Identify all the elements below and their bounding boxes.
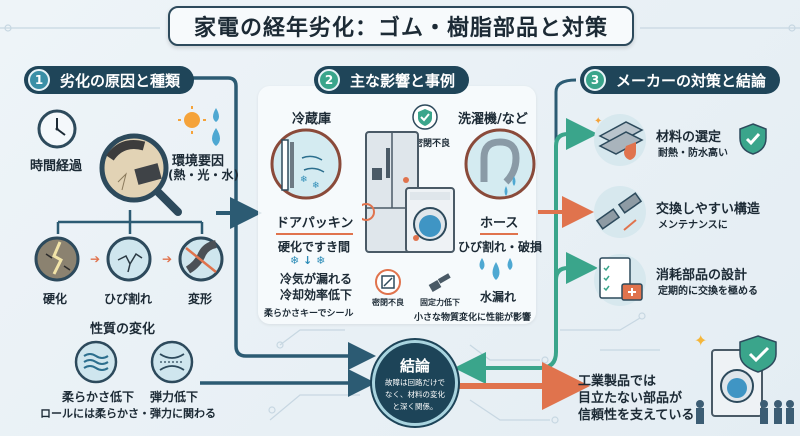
section1-header: 1 劣化の原因と種類 (24, 66, 195, 94)
shield-check-icon (412, 104, 438, 130)
seal-gap-icon (375, 269, 401, 295)
svg-text:❄: ❄ (300, 175, 308, 185)
arrow-icon: ➔ (90, 252, 101, 266)
door-gasket-closeup-icon: ❄ ❄ (270, 128, 342, 200)
hose-closeup-icon (464, 128, 536, 200)
measure2-desc: メンテナンスに (658, 220, 728, 231)
section2-heading: 主な影響と事例 (350, 71, 456, 90)
washer-title: 洗濯機/など (458, 112, 528, 127)
measure3-title: 消耗部品の設計 (656, 268, 748, 283)
washer-effect2: 水漏れ (480, 290, 517, 304)
elasticity-icon (150, 340, 194, 384)
fridge-title: 冷蔵庫 (292, 112, 332, 127)
fridge-note: 柔らかさキーでシール (264, 309, 354, 319)
loose-bolt-icon (428, 273, 451, 292)
final-message-line1: 工業製品では (578, 374, 657, 389)
connector-swap-icon (594, 186, 646, 238)
property-note: ロールには柔らかさ・弾力に関わる (40, 407, 216, 420)
shield-check-icon (739, 123, 767, 155)
clock-icon (37, 109, 77, 149)
teal-arrow-to-material (554, 118, 598, 170)
measure1-title: 材料の選定 (656, 130, 722, 145)
final-message-line3: 信頼性を支えている! (578, 408, 701, 423)
type-label-cracking: ひび割れ (104, 292, 153, 306)
svg-text:❄: ❄ (312, 181, 320, 191)
arrow-icon: ➔ (162, 252, 173, 266)
checklist-toolkit-icon (594, 254, 646, 306)
final-message-line2: 目立たない部品が (578, 391, 683, 406)
door-gasket-label: ドアパッキン (276, 212, 354, 235)
softness-wave-icon (74, 340, 118, 384)
section1-heading: 劣化の原因と種類 (60, 71, 181, 90)
section1-number: 1 (28, 69, 50, 91)
section2-header: 2 主な影響と事例 (314, 66, 470, 94)
svg-text:✦: ✦ (694, 331, 707, 350)
sun-water-icon (178, 106, 220, 146)
section2-number: 2 (318, 69, 340, 91)
cause-env-label1: 環境要因 (172, 154, 225, 169)
types-branch-lines (56, 210, 204, 234)
hardening-icon (34, 236, 80, 282)
section2-footer-note: 小さな物質変化に性能が影響 (414, 313, 532, 323)
cause-time-label: 時間経過 (30, 159, 83, 174)
fridge-effect2: 冷気が漏れる (280, 272, 353, 286)
section3-number: 3 (584, 69, 606, 91)
water-drops-icon (479, 258, 513, 280)
svg-text:✦: ✦ (594, 116, 602, 127)
conclusion-badge: 結論 故障は回路だけで なく、材料の変化 と深く関係。 (372, 340, 458, 426)
fridge-washer-illustration (362, 131, 455, 253)
conclusion-line2: なく、材料の変化 (385, 389, 445, 399)
title-banner: 家電の経年劣化：ゴム・樹脂部品と対策 (168, 6, 634, 46)
material-sheets-icon: ✦ (594, 114, 646, 166)
hose-label: ホース (480, 212, 519, 235)
conclusion-line3: と深く関係。 (392, 401, 438, 411)
fridge-effect3: 冷却効率低下 (280, 288, 353, 302)
cause-env-label2: (熱・光・水) (168, 168, 239, 182)
type-label-hardening: 硬化 (43, 292, 68, 306)
fridge-effect1: 硬化ですき間 (278, 240, 351, 254)
page-title: 家電の経年劣化：ゴム・樹脂部品と対策 (193, 16, 608, 41)
section3-heading: メーカーの対策と結論 (616, 71, 767, 90)
conclusion-heading: 結論 (399, 356, 430, 375)
conclusion-line1: 故障は回路だけで (385, 377, 445, 387)
property-elasticity-label: 弾力低下 (150, 390, 199, 404)
measure1-desc: 耐熱・防水高い (658, 148, 728, 159)
deformation-icon (178, 236, 224, 282)
cold-flow-icon: ❄ ↓ ❄ (290, 254, 326, 267)
magnifier-rubber-icon (99, 133, 182, 216)
measure2-title: 交換しやすい構造 (656, 202, 760, 217)
connector-s3-left (554, 78, 577, 300)
circuit-traces (0, 24, 800, 424)
property-change-heading: 性質の変化 (90, 322, 156, 337)
teal-arrow-to-consumable (554, 252, 598, 290)
washer-effect1: ひび割れ・破損 (458, 240, 543, 254)
seal-failure-label-top: 密閉不良 (414, 139, 451, 149)
type-label-deformation: 変形 (188, 292, 213, 306)
seal-failure-label-bottom: 密閉不良 (372, 298, 404, 307)
washer-team-illustration: ✦ (694, 331, 794, 424)
section3-header: 3 メーカーの対策と結論 (580, 66, 781, 94)
cracking-icon (106, 236, 152, 282)
property-softness-label: 柔らかさ低下 (62, 390, 135, 404)
measure3-desc: 定期的に交換を極める (658, 286, 758, 297)
fixing-loss-label: 固定力低下 (420, 298, 460, 307)
